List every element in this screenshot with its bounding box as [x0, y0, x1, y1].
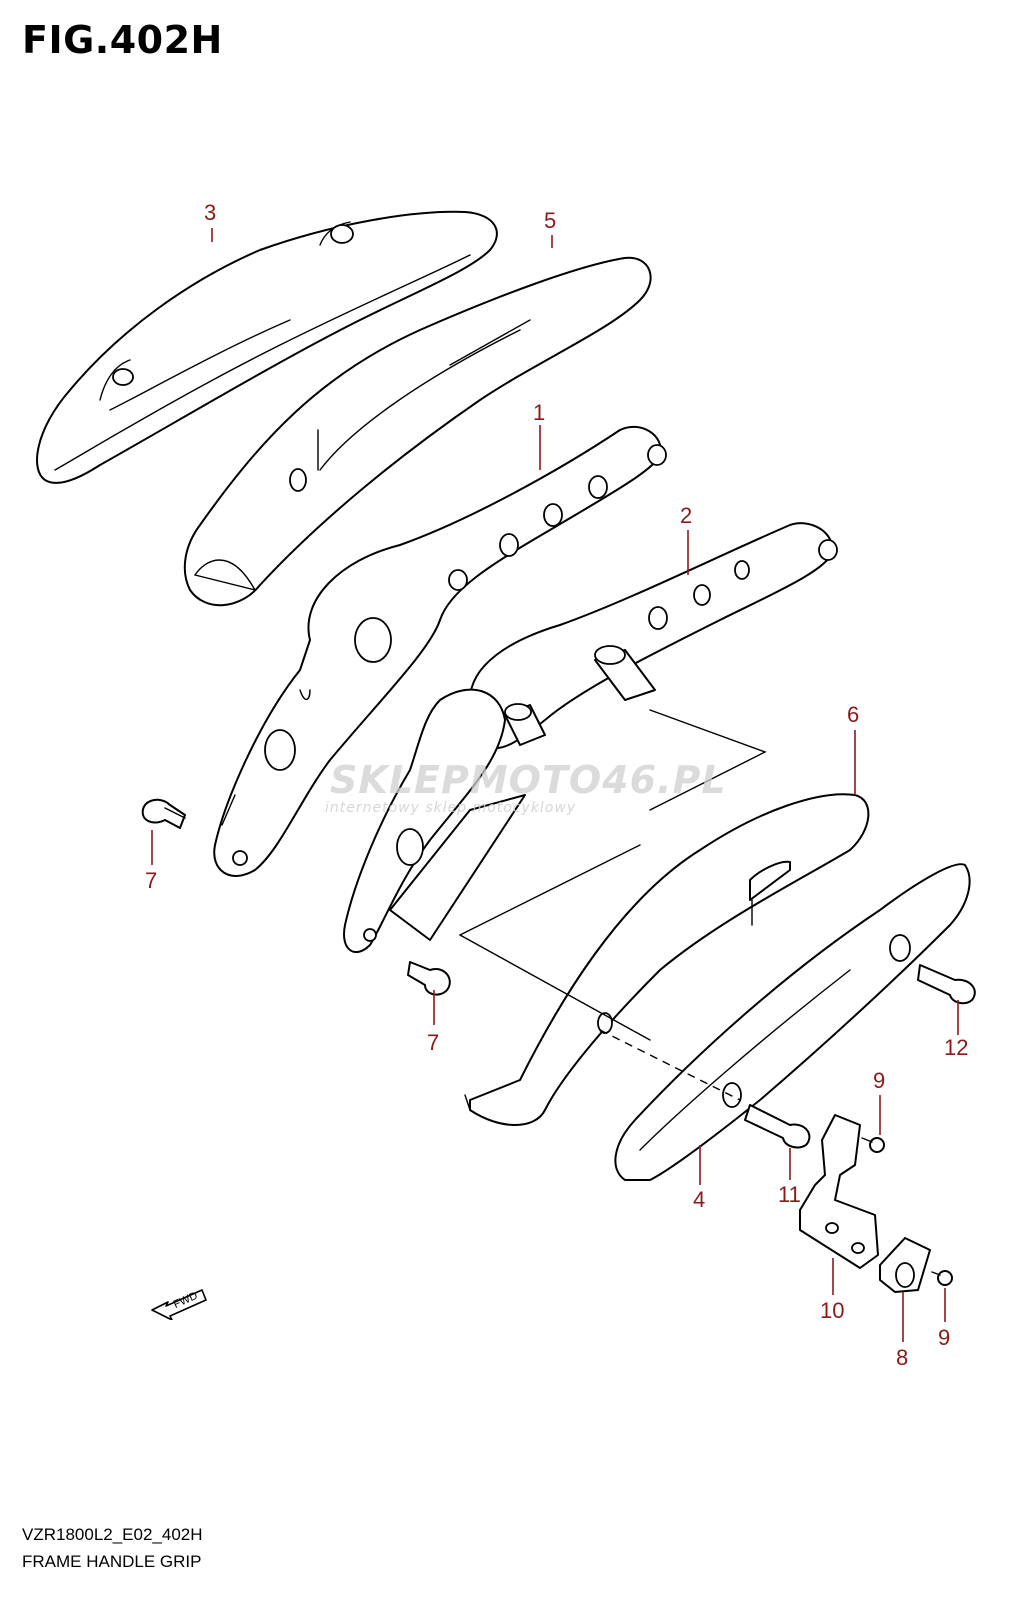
svg-text:9: 9 [873, 1068, 885, 1093]
svg-text:7: 7 [427, 1030, 439, 1055]
part-9-screw-lower[interactable] [931, 1270, 953, 1286]
callout-7-left: 7 [145, 830, 157, 893]
fwd-arrow-icon: FWD [151, 1289, 207, 1320]
svg-text:1: 1 [533, 400, 545, 425]
part-12-bolt[interactable] [917, 964, 976, 1005]
guide-line-6-4 [459, 934, 651, 1041]
svg-text:12: 12 [944, 1035, 968, 1060]
callout-2: 2 [680, 503, 692, 575]
guide-line-2-6 [459, 844, 641, 936]
callout-10: 10 [820, 1258, 844, 1323]
svg-text:3: 3 [204, 200, 216, 225]
callout-9-upper: 9 [873, 1068, 885, 1135]
figure-name: FRAME HANDLE GRIP [22, 1552, 202, 1571]
part-2-right-handle[interactable] [343, 522, 838, 954]
svg-text:4: 4 [693, 1187, 705, 1212]
part-7-bolt-left[interactable] [141, 798, 186, 829]
part-7-bolt-center[interactable] [407, 961, 451, 996]
part-10-bracket[interactable] [799, 1114, 879, 1269]
svg-text:11: 11 [778, 1182, 801, 1207]
callout-8: 8 [896, 1292, 908, 1370]
svg-text:7: 7 [145, 868, 157, 893]
part-9-screw-upper[interactable] [861, 1137, 885, 1153]
svg-text:10: 10 [820, 1298, 844, 1323]
part-6-lower-cover[interactable] [464, 793, 870, 1126]
figure-code: VZR1800L2_E02_402H [22, 1525, 203, 1544]
callout-1: 1 [533, 400, 545, 470]
part-4-outer-cover[interactable] [614, 863, 971, 1181]
svg-text:2: 2 [680, 503, 692, 528]
dash-line-4 [599, 1029, 741, 1101]
part-11-bolt[interactable] [744, 1104, 811, 1149]
callout-12: 12 [944, 1000, 968, 1060]
part-5-inner-cover[interactable] [183, 256, 652, 607]
svg-text:6: 6 [847, 702, 859, 727]
callout-5: 5 [544, 208, 556, 248]
callout-6: 6 [847, 702, 859, 795]
svg-text:8: 8 [896, 1345, 908, 1370]
callout-3: 3 [204, 200, 216, 242]
callout-11: 11 [778, 1148, 801, 1207]
watermark-sub: internetowy sklep motocyklowy [325, 800, 577, 816]
figure-title: FIG.402H [22, 18, 223, 62]
callout-7-center: 7 [427, 990, 439, 1055]
part-1-left-handle[interactable] [213, 425, 667, 877]
svg-text:9: 9 [938, 1325, 950, 1350]
part-3-upper-cover[interactable] [36, 210, 498, 484]
svg-text:5: 5 [544, 208, 556, 233]
part-8-clamp[interactable] [879, 1237, 931, 1293]
callout-9-lower: 9 [938, 1288, 950, 1350]
watermark-main: SKLEPMOTO46.PL [330, 758, 727, 802]
callout-4: 4 [693, 1145, 705, 1212]
